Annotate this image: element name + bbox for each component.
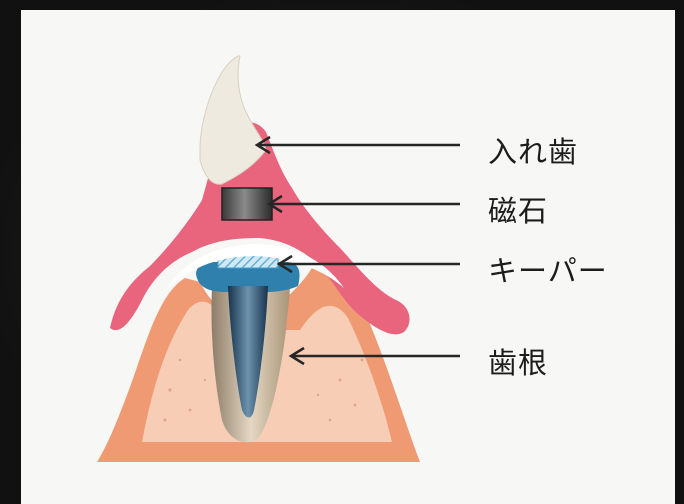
magnet [222, 188, 272, 220]
label-magnet: 磁石 [488, 188, 548, 230]
label-root: 歯根 [488, 340, 548, 382]
label-keeper: キーパー [488, 248, 608, 290]
label-denture: 入れ歯 [488, 129, 578, 171]
